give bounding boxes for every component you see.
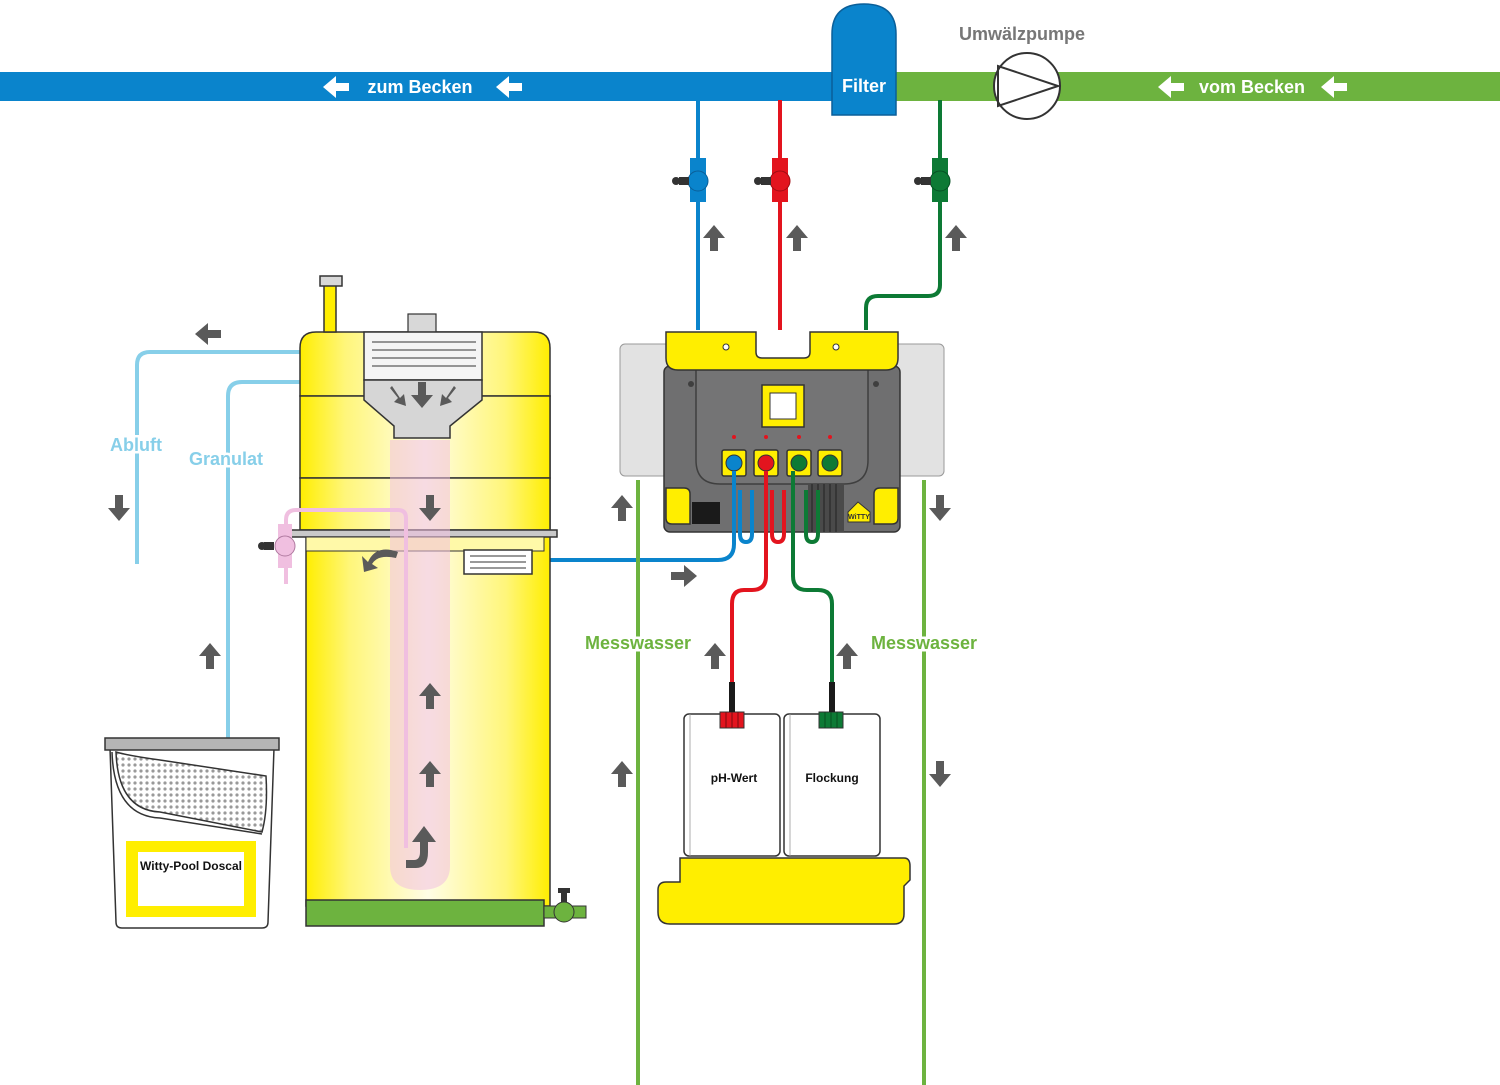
- arrow-down-icon: [440, 386, 456, 406]
- arrow-down-icon: [929, 761, 951, 787]
- arrow-down-icon: [929, 495, 951, 521]
- canister-ph: [683, 713, 781, 857]
- sample-water-label-right: Messwasser: [871, 633, 977, 653]
- blue-return-hose: [738, 490, 754, 545]
- arrow-left-icon: [195, 323, 221, 345]
- outlet-screen: [463, 549, 533, 575]
- exhaust-line: [135, 350, 370, 564]
- arrow-up-icon: [703, 225, 725, 251]
- brand-logo-text: WiTTY: [848, 514, 870, 521]
- granulate-label: Granulat: [189, 449, 263, 469]
- arrow-down-icon: [390, 386, 406, 406]
- arrow-down-icon: [108, 495, 130, 521]
- arrow-up-icon: [199, 643, 221, 669]
- green-hose: [791, 471, 834, 700]
- canister-flocculant-label: Flockung: [805, 771, 858, 785]
- valve-icon: [543, 888, 587, 923]
- arrow-turn-icon: [406, 826, 436, 868]
- valve-icon: [914, 158, 951, 202]
- red-hose: [730, 471, 768, 700]
- pink-return-line: [284, 508, 408, 848]
- arrow-up-icon: [611, 495, 633, 521]
- green-branch-line: [864, 100, 942, 330]
- granulate-line: [226, 380, 370, 792]
- blue-hose: [540, 471, 736, 562]
- pool-supply-label: vom Becken: [1199, 77, 1305, 97]
- pool-supply-pipe: [895, 72, 1500, 101]
- arrow-up-icon: [786, 225, 808, 251]
- arrow-up-icon: [611, 761, 633, 787]
- bucket-label: Witty-Pool Doscal: [140, 859, 242, 873]
- filter: [831, 3, 897, 116]
- canister-ph-label: pH-Wert: [711, 771, 757, 785]
- valve-icon: [754, 158, 791, 202]
- canister-flocculant: [783, 713, 881, 857]
- internal-flow: [390, 440, 450, 890]
- red-return-hose: [770, 490, 786, 545]
- pump-icon: [993, 52, 1062, 120]
- arrow-right-icon: [671, 565, 697, 587]
- pool-return-pipe: [0, 72, 900, 101]
- canister-tray: [657, 857, 911, 925]
- green-return-hose: [804, 490, 820, 545]
- arrow-up-icon: [704, 643, 726, 669]
- pool-return-label: zum Becken: [367, 77, 472, 97]
- arrow-up-icon: [945, 225, 967, 251]
- valve-icon: [672, 158, 709, 202]
- sample-water-label-left: Messwasser: [585, 633, 691, 653]
- exhaust-label: Abluft: [110, 435, 162, 455]
- hopper: [363, 313, 483, 439]
- pump-label: Umwälzpumpe: [959, 24, 1085, 44]
- brand-logo: WiTTY: [847, 501, 871, 523]
- arrow-up-icon: [836, 643, 858, 669]
- granulate-bucket: [104, 737, 280, 929]
- filter-label: Filter: [842, 76, 886, 96]
- controller-unit: [619, 331, 945, 533]
- valve-icon: [258, 524, 296, 568]
- arrow-turn-icon: [362, 549, 398, 572]
